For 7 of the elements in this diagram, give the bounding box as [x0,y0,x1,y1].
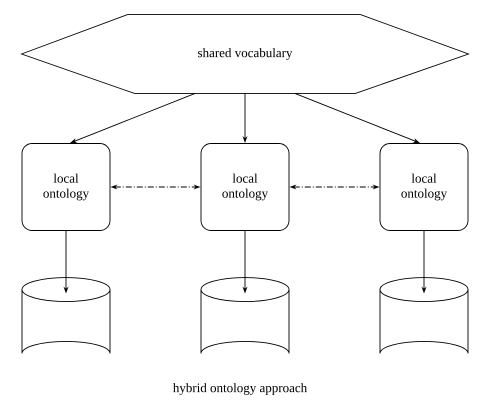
database-cylinder [22,277,110,354]
database-cylinder [380,277,468,354]
rounded-box: local ontology [22,143,110,231]
database-cylinder [200,277,290,354]
caption: hybrid ontology approach [172,383,307,395]
rounded-box: local ontology [380,143,468,231]
rounded-box: local ontology [200,143,290,231]
